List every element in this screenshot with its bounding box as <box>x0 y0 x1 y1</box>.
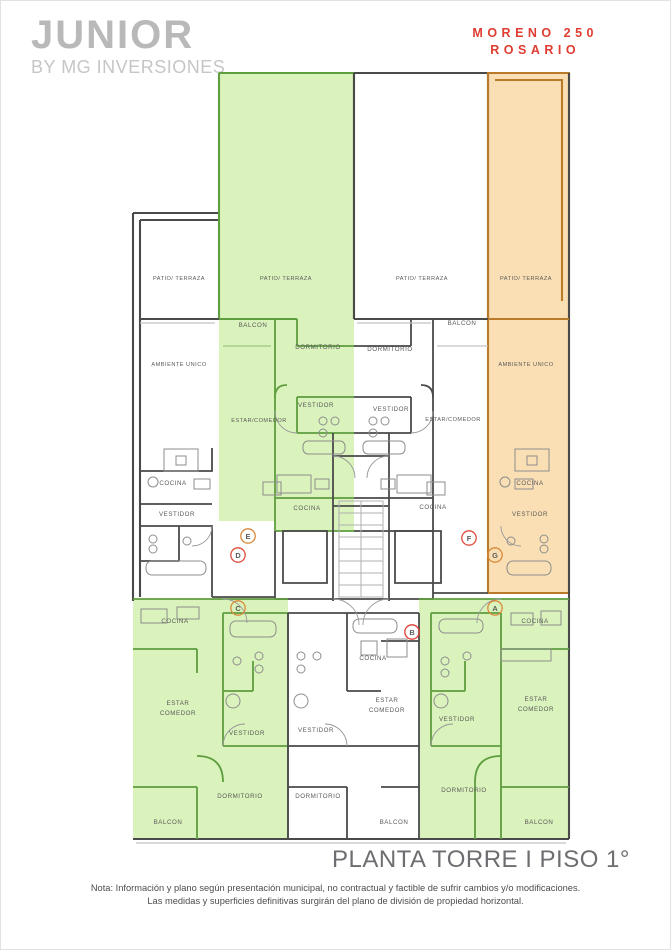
room-label-patio-4: PATIO/ TERRAZA <box>500 276 552 282</box>
room-label-estar-bot-left-1: ESTAR <box>167 700 190 707</box>
room-label-cocina-bot-left: COCINA <box>161 618 189 625</box>
unit-marker-label: E <box>246 532 251 541</box>
room-label-dorm-bot-left: DORMITORIO <box>217 793 263 800</box>
room-label-estar-bot-left-2: COMEDOR <box>160 710 196 717</box>
room-label-cocina-right-upper: COCINA <box>516 480 544 487</box>
unit-marker-label: C <box>235 604 241 613</box>
room-label-vestidor-bot-left: VESTIDOR <box>229 730 265 737</box>
stove-icon <box>175 455 187 466</box>
unit-marker-label: G <box>492 551 498 560</box>
room-label-estar-bot-right-2: COMEDOR <box>518 706 554 713</box>
room-label-balcon-bot-left: BALCON <box>154 819 183 826</box>
room-label-patio-3: PATIO/ TERRAZA <box>396 276 448 282</box>
room-label-dorm-top-left: DORMITORIO <box>295 344 341 351</box>
unit-marker-b[interactable]: B <box>404 624 420 640</box>
unit-marker-label: B <box>409 628 414 637</box>
room-label-cocina-bot-right: COCINA <box>521 618 549 625</box>
door-swings <box>191 410 522 747</box>
note-line-1: Nota: Información y plano según presenta… <box>90 883 581 893</box>
unit-marker-a[interactable]: A <box>487 600 503 616</box>
unit-e-fill-2 <box>275 319 354 531</box>
address-street: MORENO 250 <box>472 26 598 40</box>
brand-tagline: BY MG INVERSIONES <box>31 57 226 77</box>
unit-c-fill <box>133 599 288 839</box>
room-label-ambiente-right: AMBIENTE UNICO <box>498 362 553 368</box>
brand-logo: JUNIOR BY MG INVERSIONES <box>31 15 225 78</box>
counter-icon <box>163 448 199 472</box>
room-label-balcon-top-left: BALCON <box>239 322 268 329</box>
unit-a-fill <box>419 599 569 839</box>
unit-marker-circle <box>230 600 246 616</box>
unit-marker-circle <box>230 547 246 563</box>
room-label-estar-bot-right-1: ESTAR <box>525 696 548 703</box>
room-label-vestidor-bot-mid: VESTIDOR <box>298 727 334 734</box>
room-label-vestidor-left-upper: VESTIDOR <box>159 511 195 518</box>
room-label-balcon-bot-mid: BALCON <box>380 819 409 826</box>
room-label-balcon-top-right: BALCON <box>448 320 477 327</box>
brand-name: JUNIOR <box>31 13 195 57</box>
room-label-patio-1: PATIO/ TERRAZA <box>153 276 205 282</box>
room-label-vestidor-bot-right: VESTIDOR <box>439 716 475 723</box>
unit-marker-e[interactable]: E <box>240 528 256 544</box>
room-label-vestidor-top-left: VESTIDOR <box>298 402 334 409</box>
unit-marker-label: F <box>467 534 472 543</box>
room-label-estar-bot-mid-1: ESTAR <box>376 697 399 704</box>
unit-marker-label: A <box>492 604 498 613</box>
fixtures <box>140 416 562 709</box>
room-label-dorm-top-right: DORMITORIO <box>367 346 413 353</box>
note-line-2: Las medidas y superficies definitivas su… <box>147 895 524 906</box>
room-label-dorm-bot-mid: DORMITORIO <box>295 793 341 800</box>
unit-marker-f[interactable]: F <box>461 530 477 546</box>
room-label-cocina-mid-right: COCINA <box>419 504 447 511</box>
room-label-estar-top-right: ESTAR/COMEDOR <box>425 417 481 423</box>
room-label-group: PATIO/ TERRAZA PATIO/ TERRAZA PATIO/ TERRA… <box>151 276 554 826</box>
disclaimer-note: Nota: Información y plano según presenta… <box>1 882 670 907</box>
structural-walls <box>131 71 571 841</box>
unit-marker-circle <box>240 528 256 544</box>
unit-marker-d[interactable]: D <box>230 547 246 563</box>
page-title: PLANTA TORRE I PISO 1° <box>331 846 630 873</box>
room-label-vestidor-right-upper: VESTIDOR <box>512 511 548 518</box>
address-city: ROSARIO <box>490 43 581 57</box>
room-label-balcon-bot-right: BALCON <box>525 819 554 826</box>
openings <box>136 322 566 844</box>
room-label-patio-2: PATIO/ TERRAZA <box>260 276 312 282</box>
unit-marker-circle <box>404 624 420 640</box>
unit-marker-g[interactable]: G <box>487 547 503 563</box>
room-label-ambiente-left: AMBIENTE UNICO <box>151 362 206 368</box>
room-label-estar-bot-mid-2: COMEDOR <box>369 707 405 714</box>
room-label-estar-top-left: ESTAR/COMEDOR <box>231 418 287 424</box>
room-label-vestidor-top-right: VESTIDOR <box>373 406 409 413</box>
room-label-cocina-left-upper: COCINA <box>159 480 187 487</box>
project-address: MORENO 250 ROSARIO <box>472 25 598 59</box>
room-label-cocina-mid-left: COCINA <box>293 505 321 512</box>
unit-marker-group: E D C B F G A <box>230 528 503 640</box>
room-label-dorm-bot-right: DORMITORIO <box>441 787 487 794</box>
unit-marker-label: D <box>235 551 241 560</box>
room-label-cocina-bot-mid: COCINA <box>359 655 387 662</box>
unit-marker-circle <box>487 547 503 563</box>
staircase-icon <box>338 500 384 598</box>
unit-marker-circle <box>487 600 503 616</box>
unit-marker-circle <box>461 530 477 546</box>
unit-marker-c[interactable]: C <box>230 600 246 616</box>
